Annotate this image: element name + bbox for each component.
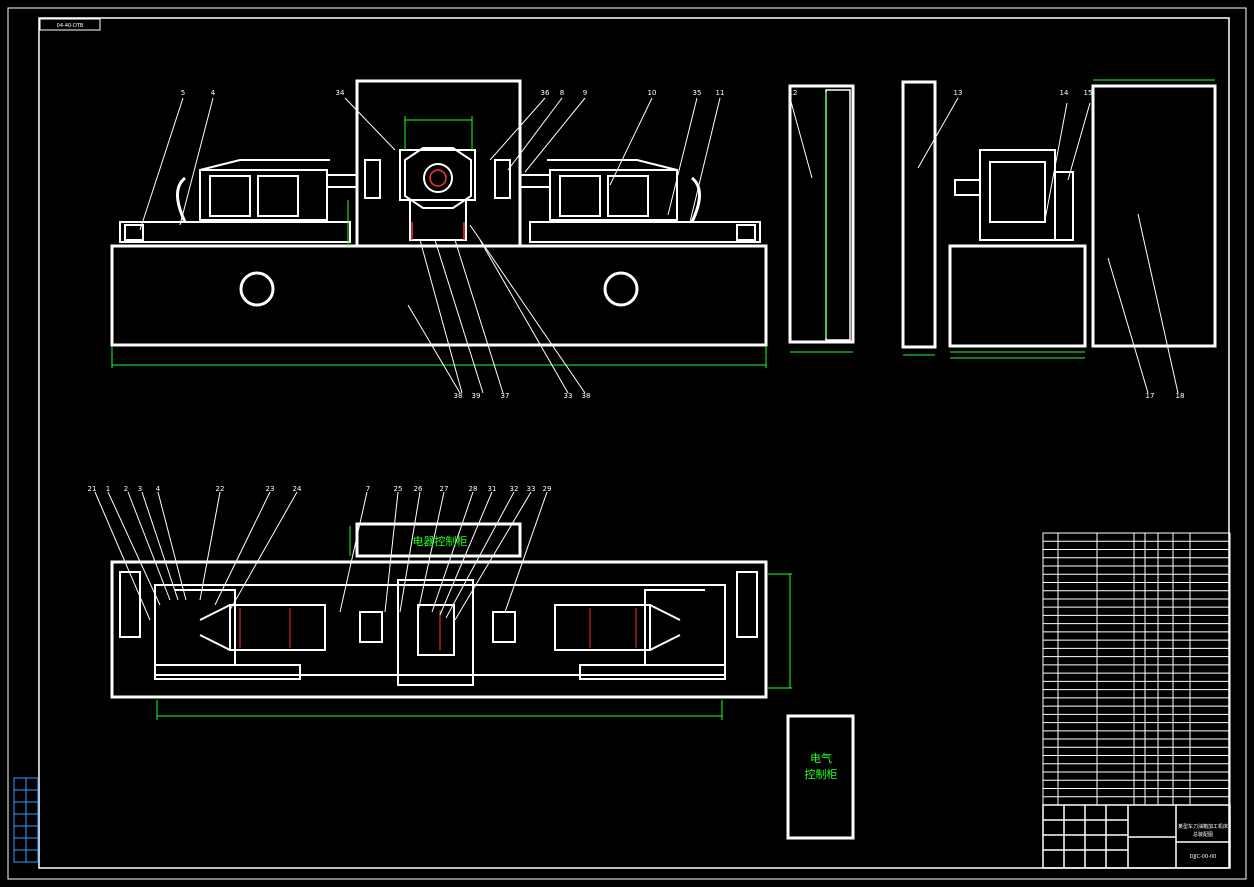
part-balloon-label: 23	[266, 485, 275, 493]
part-balloon-label: 37	[501, 392, 510, 400]
part-balloon-label: 3	[138, 485, 142, 493]
front-view-lower-balloon-labels: 38 39 37 33 38 17 18	[454, 392, 1185, 400]
part-balloon-label: 5	[181, 89, 185, 97]
title-block	[1042, 804, 1231, 869]
part-balloon-label: 26	[414, 485, 423, 493]
part-balloon-label: 22	[216, 485, 225, 493]
part-balloon-label: 18	[1176, 392, 1185, 400]
front-view-accents	[111, 116, 767, 368]
part-balloon-label: 36	[541, 89, 550, 97]
drawing-code-box: 04-40-DTB	[39, 18, 101, 31]
front-view	[110, 79, 768, 347]
part-balloon-label: 38	[582, 392, 591, 400]
part-balloon-label: 12	[789, 89, 798, 97]
top-cabinet-label: 电器控制柜	[413, 534, 468, 548]
side-view-dimensions	[790, 79, 1215, 359]
part-balloon-label: 4	[156, 485, 161, 493]
bill-of-materials	[1042, 532, 1231, 806]
part-balloon-label: 33	[527, 485, 536, 493]
drawing-code: 04-40-DTB	[57, 23, 84, 29]
plan-view-leaders	[94, 491, 548, 621]
part-balloon-label: 1	[106, 485, 110, 493]
part-balloon-label: 32	[510, 485, 519, 493]
part-balloon-label: 8	[560, 89, 564, 97]
title-block-name: 某型车刀油箱加工机床	[1178, 823, 1228, 830]
part-balloon-label: 31	[488, 485, 497, 493]
side-view-leaders	[789, 97, 1179, 394]
title-block-subtitle: 总装配图	[1193, 831, 1213, 838]
plan-view-accents	[156, 526, 792, 720]
part-balloon-label: 15	[1084, 89, 1093, 97]
plan-view	[110, 522, 768, 699]
left-margin-tags	[13, 777, 39, 863]
part-balloon-label: 17	[1146, 392, 1155, 400]
part-balloon-label: 14	[1060, 89, 1069, 97]
front-view-balloon-labels: 5 4 34 36 8 9 10 35 11 12 13 14 15	[181, 89, 1093, 97]
part-balloon-label: 33	[564, 392, 573, 400]
part-balloon-label: 28	[469, 485, 478, 493]
drawing-frame	[7, 7, 1247, 880]
front-view-leaders	[139, 97, 721, 394]
part-balloon-label: 21	[88, 485, 97, 493]
part-balloon-label: 27	[440, 485, 449, 493]
part-balloon-label: 24	[293, 485, 302, 493]
part-balloon-label: 34	[336, 89, 345, 97]
part-balloon-label: 10	[648, 89, 657, 97]
electrical-cabinet: 电气 控制柜	[786, 714, 855, 840]
part-balloon-label: 38	[454, 392, 463, 400]
part-balloon-label: 29	[543, 485, 552, 493]
part-balloon-label: 25	[394, 485, 403, 493]
part-balloon-label: 39	[472, 392, 481, 400]
part-balloon-label: 7	[366, 485, 370, 493]
part-balloon-label: 11	[716, 89, 725, 97]
electrical-cabinet-line2: 控制柜	[805, 767, 838, 781]
part-balloon-label: 13	[954, 89, 963, 97]
title-block-code: DJJC-00-00	[1190, 854, 1217, 860]
part-balloon-label: 9	[583, 89, 587, 97]
part-balloon-label: 2	[124, 485, 128, 493]
electrical-cabinet-line1: 电气	[810, 751, 832, 765]
part-balloon-label: 4	[211, 89, 216, 97]
part-balloon-label: 35	[693, 89, 702, 97]
